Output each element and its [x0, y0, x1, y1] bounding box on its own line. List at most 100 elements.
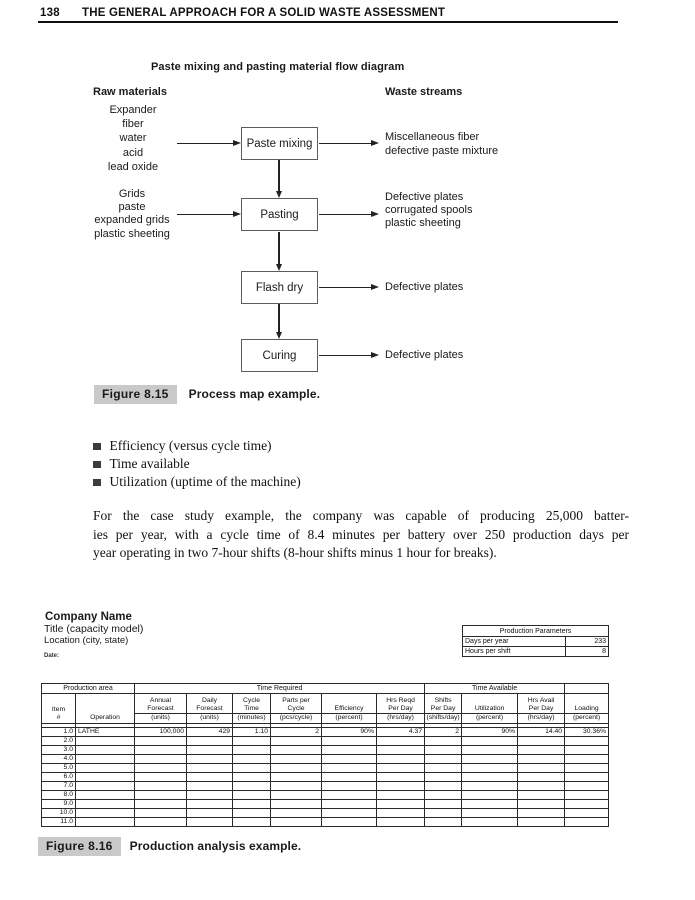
diagram-left-header: Raw materials	[93, 86, 167, 98]
company-name: Company Name	[45, 611, 132, 623]
value-cell	[376, 763, 426, 774]
value-cell	[186, 763, 234, 774]
value-cell	[564, 781, 610, 792]
stage1-outputs: Miscellaneous fiber defective paste mixt…	[385, 130, 499, 158]
stage1-inputs: Expander fiber water acid lead oxide	[107, 104, 159, 173]
stage2-output-arrowhead-icon	[371, 211, 379, 217]
column-header-label: Utilization	[474, 705, 505, 713]
value-cell	[270, 817, 323, 828]
value-cell	[270, 736, 323, 747]
value-cell: 429	[186, 727, 234, 738]
value-cell	[564, 808, 610, 819]
stage1-box: Paste mixing	[241, 127, 318, 160]
value-cell	[186, 736, 234, 747]
item-number-cell: 4.0	[41, 754, 76, 765]
item-number-cell: 3.0	[41, 745, 76, 756]
connector2-arrowhead-icon	[275, 264, 282, 271]
value-cell: 1.10	[232, 727, 272, 738]
item-number-cell: 1.0	[41, 727, 76, 738]
value-cell	[461, 772, 519, 783]
value-cell	[270, 772, 323, 783]
value-cell	[134, 745, 188, 756]
value-cell	[376, 772, 426, 783]
parameter-value: 8	[565, 646, 609, 657]
value-cell	[424, 808, 463, 819]
table-row: 11.0	[41, 817, 610, 828]
value-cell	[376, 817, 426, 828]
production-parameters-title: Production Parameters	[462, 625, 609, 637]
value-cell	[186, 745, 234, 756]
value-cell	[461, 781, 519, 792]
stage3-box: Flash dry	[241, 271, 318, 304]
paragraph-line: year operating in two 7-hour shifts (8-h…	[93, 545, 497, 561]
value-cell: 90%	[321, 727, 378, 738]
column-header-label: Parts per Cycle	[282, 697, 310, 713]
value-cell	[321, 763, 378, 774]
column-header-label: Hrs Reqd Per Day	[386, 697, 415, 713]
value-cell	[270, 790, 323, 801]
column-header-cell: Efficiency(percent)	[321, 692, 378, 725]
group-header-cell: Time Required	[134, 683, 426, 694]
page-number: 138	[40, 7, 60, 19]
value-cell	[134, 790, 188, 801]
item-number-cell: 5.0	[41, 763, 76, 774]
value-cell	[517, 754, 566, 765]
figure-8-16-label: Figure 8.16	[38, 837, 121, 856]
value-cell	[376, 754, 426, 765]
bullet-list: Efficiency (versus cycle time)Time avail…	[93, 438, 301, 493]
operation-cell	[74, 790, 136, 801]
figure-8-15-caption: Figure 8.15 Process map example.	[94, 385, 320, 404]
value-cell	[424, 754, 463, 765]
value-cell	[134, 799, 188, 810]
column-header-unit: (hrs/day)	[518, 713, 564, 723]
value-cell	[461, 790, 519, 801]
column-header-cell: Utilization(percent)	[461, 692, 519, 725]
column-header-unit: (percent)	[322, 713, 376, 723]
bullet-item: Efficiency (versus cycle time)	[93, 438, 301, 456]
value-cell	[232, 799, 272, 810]
column-header-cell: Cycle Time(minutes)	[232, 692, 272, 725]
column-header-unit: #	[56, 713, 61, 721]
value-cell	[376, 781, 426, 792]
item-number-cell: 10.0	[41, 808, 76, 819]
table-row: 4.0	[41, 754, 610, 765]
value-cell: 2	[424, 727, 463, 738]
value-cell	[517, 772, 566, 783]
stage3-outputs: Defective plates	[385, 280, 464, 293]
value-cell	[321, 790, 378, 801]
column-header-label: Annual Forecast	[147, 697, 174, 713]
value-cell	[186, 754, 234, 765]
column-header-label: Item	[51, 705, 66, 713]
value-cell	[232, 745, 272, 756]
table-row: 5.0	[41, 763, 610, 774]
value-cell	[517, 799, 566, 810]
value-cell	[517, 790, 566, 801]
value-cell	[517, 817, 566, 828]
operation-cell	[74, 817, 136, 828]
value-cell	[376, 745, 426, 756]
stage1-output-arrow-line	[319, 142, 371, 145]
value-cell	[270, 781, 323, 792]
parameter-value: 233	[565, 636, 609, 647]
connector1-line	[278, 160, 280, 191]
value-cell	[134, 754, 188, 765]
stage1-input-arrowhead-icon	[233, 140, 241, 146]
value-cell	[564, 763, 610, 774]
value-cell	[461, 763, 519, 774]
value-cell	[232, 736, 272, 747]
column-header-cell: Shifts Per Day(shifts/day)	[424, 692, 463, 725]
stage4-outputs: Defective plates	[385, 348, 464, 361]
header-rule	[38, 20, 618, 23]
operation-cell	[74, 736, 136, 747]
connector1-arrowhead-icon	[275, 191, 282, 198]
worksheet-title-line: Title (capacity model)	[44, 623, 144, 635]
value-cell	[186, 781, 234, 792]
paragraph-line: For the case study example, the company …	[93, 508, 629, 523]
square-bullet-icon	[93, 478, 101, 487]
column-header-unit: (shifts/day)	[425, 713, 461, 723]
group-header-cell: Time Available	[424, 683, 566, 694]
stage4-box: Curing	[241, 339, 318, 372]
column-header-label: Shifts Per Day	[430, 697, 456, 713]
